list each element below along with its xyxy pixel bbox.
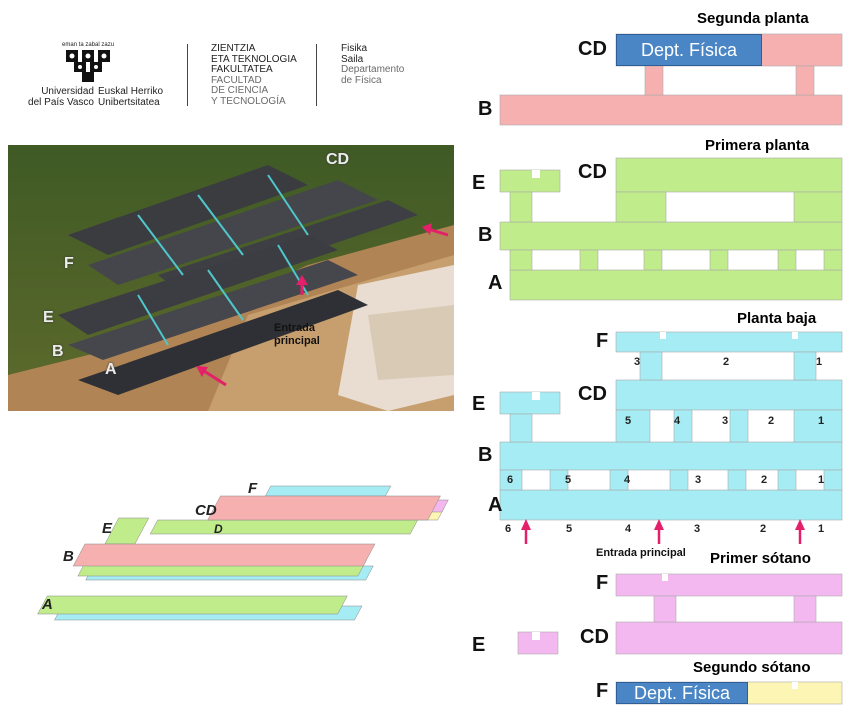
- baja-letter-e: E: [472, 393, 486, 415]
- divider: [316, 44, 317, 106]
- iso-label-b: B: [63, 548, 74, 565]
- baja-a-bottom-num: 3: [693, 523, 701, 535]
- motto: eman ta zabal zazu: [62, 42, 115, 48]
- sotano2-letter-f: F: [596, 680, 609, 702]
- sotano1-letter-f: F: [596, 572, 609, 594]
- segunda-letter-b: B: [478, 98, 493, 120]
- baja-entrance-label: Entrada principal: [596, 547, 686, 559]
- plan-planta-baja: [499, 331, 843, 521]
- baja-f-num: 2: [722, 356, 730, 368]
- photo-label-e: E: [43, 309, 54, 326]
- title-primera-planta: Primera planta: [705, 137, 810, 154]
- baja-cd-num: 4: [673, 415, 681, 427]
- baja-f-num: 3: [633, 356, 641, 368]
- plan-primer-sotano: [517, 573, 843, 655]
- title-primer-sotano: Primer sótano: [710, 550, 811, 567]
- baja-a-bottom-num: 2: [759, 523, 767, 535]
- floor-plans: [499, 33, 843, 705]
- photo-entrance-label: Entrada principal: [274, 322, 320, 347]
- baja-a-bottom-num: 4: [624, 523, 632, 535]
- baja-cd-num: 3: [721, 415, 729, 427]
- baja-a-num: 2: [760, 474, 768, 486]
- university-es: Universidad del País Vasco: [28, 86, 94, 108]
- faculty-name: ZIENTZIA ETA TEKNOLOGIA FAKULTATEA FACUL…: [211, 43, 297, 107]
- baja-a-num: 5: [564, 474, 572, 486]
- baja-letter-cd: CD: [578, 383, 607, 405]
- photo-label-a: A: [105, 361, 117, 378]
- baja-letter-b: B: [478, 444, 493, 466]
- primera-letter-b: B: [478, 224, 493, 246]
- title-segundo-sotano: Segundo sótano: [693, 659, 811, 676]
- photo-label-cd: CD: [326, 151, 350, 168]
- upv-ehu-logo-icon: [66, 50, 110, 82]
- iso-label-a: A: [42, 596, 53, 613]
- baja-cd-num: 5: [624, 415, 632, 427]
- baja-a-bottom-num: 5: [565, 523, 573, 535]
- baja-cd-num: 2: [767, 415, 775, 427]
- isometric-floor-stack-drawing: [37, 485, 449, 621]
- dept-fisica-segundo-sotano: Dept. Física: [616, 682, 748, 704]
- iso-label-e: E: [102, 520, 113, 537]
- primera-letter-e: E: [472, 172, 486, 194]
- iso-label-cd: CD: [195, 502, 217, 519]
- department-name: Fisika Saila Departamento de Física: [341, 43, 405, 86]
- iso-label-f: F: [248, 480, 258, 497]
- primera-letter-cd: CD: [578, 161, 607, 183]
- sotano1-letter-e: E: [472, 634, 486, 656]
- plan-primera-planta: [499, 157, 843, 301]
- baja-f-num: 1: [815, 356, 823, 368]
- university-eu: Euskal Herriko Unibertsitatea: [98, 86, 164, 108]
- aerial-photo: CD F E B A Entrada principal: [8, 145, 454, 411]
- baja-a-bottom-num: 6: [504, 523, 512, 535]
- aerial-photo-image: [8, 145, 454, 411]
- segunda-letter-cd: CD: [578, 38, 607, 60]
- title-planta-baja: Planta baja: [737, 310, 817, 327]
- baja-letter-f: F: [596, 330, 609, 352]
- title-segunda-planta: Segunda planta: [697, 10, 809, 27]
- baja-a-num: 3: [694, 474, 702, 486]
- baja-a-num: 6: [506, 474, 514, 486]
- primera-letter-a: A: [488, 272, 503, 294]
- dept-fisica-segunda: Dept. Física: [616, 34, 762, 66]
- baja-a-num: 4: [623, 474, 631, 486]
- photo-label-f: F: [64, 255, 74, 272]
- photo-label-b: B: [52, 343, 64, 360]
- baja-a-num: 1: [817, 474, 825, 486]
- divider: [187, 44, 188, 106]
- baja-letter-a: A: [488, 494, 503, 516]
- sotano1-letter-cd: CD: [580, 626, 609, 648]
- isometric-floor-stack: F CD E D B A: [30, 478, 450, 628]
- baja-a-bottom-num: 1: [817, 523, 825, 535]
- baja-cd-num: 1: [817, 415, 825, 427]
- iso-label-d: D: [214, 522, 223, 536]
